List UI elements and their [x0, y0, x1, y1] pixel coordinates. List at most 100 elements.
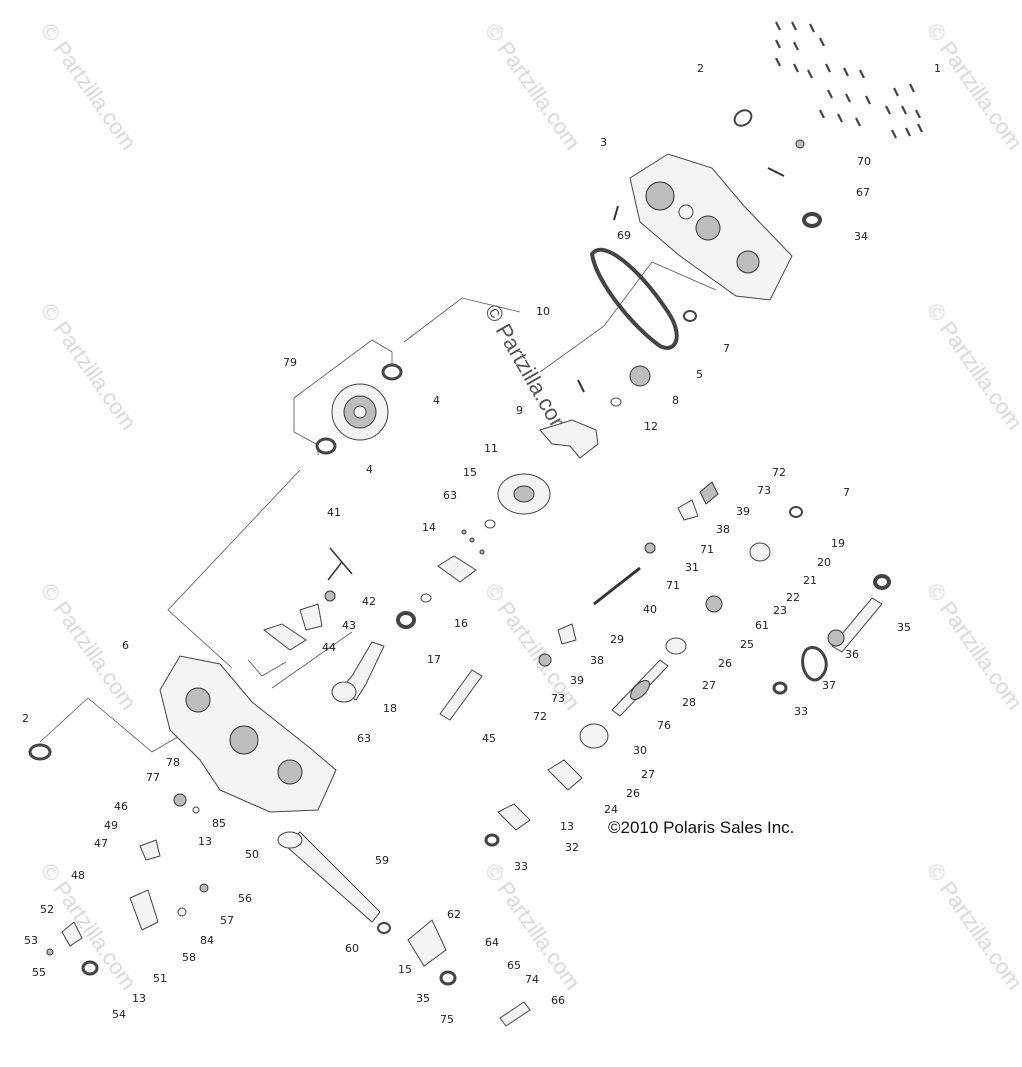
- callout-11: 11: [484, 442, 498, 455]
- callout-46: 46: [114, 800, 128, 813]
- callout-73: 73: [757, 484, 771, 497]
- callout-60: 60: [345, 942, 359, 955]
- bolt: [807, 69, 813, 79]
- callout-20: 20: [817, 556, 831, 569]
- callout-21: 21: [803, 574, 817, 587]
- watermark-tile: © Partzilla.com: [36, 19, 142, 155]
- bolts-part-63-upper: [461, 529, 485, 555]
- gear-part-24: [547, 759, 583, 791]
- callout-43: 43: [342, 619, 356, 632]
- callout-52: 52: [40, 903, 54, 916]
- seal-part-60: [377, 922, 391, 934]
- shift-fork-part-9: [539, 419, 599, 459]
- callout-63: 63: [443, 489, 457, 502]
- callout-26: 26: [626, 787, 640, 800]
- chain-part-37: [801, 646, 828, 682]
- bolt: [791, 21, 797, 31]
- sensor-part-67: [767, 167, 785, 177]
- callout-67: 67: [856, 186, 870, 199]
- watermark-main: © Partzilla.com: [480, 300, 576, 441]
- bolt: [901, 105, 907, 115]
- callout-7: 7: [843, 486, 850, 499]
- callout-70: 70: [857, 155, 871, 168]
- gear-part-39-upper: [699, 481, 719, 505]
- shift-fork-part-38-lower: [557, 623, 577, 645]
- bracket-part-52: [61, 921, 83, 947]
- bolt: [775, 57, 781, 67]
- callout-24: 24: [604, 803, 618, 816]
- sensor-part-42: [324, 590, 336, 602]
- callout-47: 47: [94, 837, 108, 850]
- gear-part-77: [173, 793, 187, 807]
- callout-16: 16: [454, 617, 468, 630]
- cover-part-32: [497, 803, 531, 831]
- callout-9: 9: [516, 404, 523, 417]
- watermark-tile: © Partzilla.com: [922, 19, 1022, 155]
- bolt: [827, 89, 833, 99]
- bolt: [865, 95, 871, 105]
- bolt-cluster: [775, 21, 923, 139]
- callout-38: 38: [716, 523, 730, 536]
- callout-27: 27: [702, 679, 716, 692]
- sprocket-part-8: [629, 365, 651, 387]
- bearing-part-4-upper: [381, 363, 403, 381]
- callout-34: 34: [854, 230, 868, 243]
- bracket-part-44: [262, 623, 307, 651]
- callout-76: 76: [657, 719, 671, 732]
- washer-part-57: [177, 907, 187, 917]
- cap-part-66: [499, 1001, 531, 1027]
- bolt-part-53: [46, 948, 54, 956]
- seal-part-7-upper: [683, 310, 697, 322]
- bolt: [905, 127, 911, 137]
- callout-35: 35: [897, 621, 911, 634]
- callout-15: 15: [463, 466, 477, 479]
- bolt: [775, 21, 781, 31]
- callout-23: 23: [773, 604, 787, 617]
- bolt: [855, 117, 861, 127]
- bolt: [843, 67, 849, 77]
- callout-15: 15: [398, 963, 412, 976]
- clip-part-12: [610, 397, 622, 407]
- callout-39: 39: [736, 505, 750, 518]
- callout-78: 78: [166, 756, 180, 769]
- callout-13: 13: [132, 992, 146, 1005]
- bolt: [775, 39, 781, 49]
- seal-part-2-lower: [28, 743, 52, 761]
- callout-42: 42: [362, 595, 376, 608]
- gear-part-30: [579, 723, 609, 749]
- callout-4: 4: [433, 394, 440, 407]
- callout-58: 58: [182, 951, 196, 964]
- callout-72: 72: [533, 710, 547, 723]
- watermark-tile: © Partzilla.com: [922, 299, 1022, 435]
- callout-2: 2: [697, 62, 704, 75]
- bolt-part-69: [613, 205, 619, 221]
- callout-10: 10: [536, 305, 550, 318]
- callout-71: 71: [666, 579, 680, 592]
- lever-part-49: [139, 839, 161, 861]
- callout-5: 5: [696, 368, 703, 381]
- gear-part-28: [665, 637, 687, 655]
- callout-72: 72: [772, 466, 786, 479]
- bearing-part-35-upper: [873, 574, 891, 590]
- washer-part-15-upper: [484, 519, 496, 529]
- bolt: [885, 105, 891, 115]
- nut-part-70: [795, 139, 805, 149]
- callout-79: 79: [283, 356, 297, 369]
- gasket-part-14: [437, 555, 477, 583]
- chain-part-5: [589, 247, 679, 350]
- callout-50: 50: [245, 848, 259, 861]
- callout-2: 2: [22, 712, 29, 725]
- shift-drum-part-45: [439, 669, 483, 721]
- callout-62: 62: [447, 908, 461, 921]
- gear-part-11: [497, 473, 551, 515]
- callout-64: 64: [485, 936, 499, 949]
- callout-63: 63: [357, 732, 371, 745]
- shaft-part-40: [593, 566, 641, 606]
- callout-77: 77: [146, 771, 160, 784]
- callout-6: 6: [122, 639, 129, 652]
- assembly-brackets: [39, 261, 717, 753]
- bolt: [809, 23, 815, 33]
